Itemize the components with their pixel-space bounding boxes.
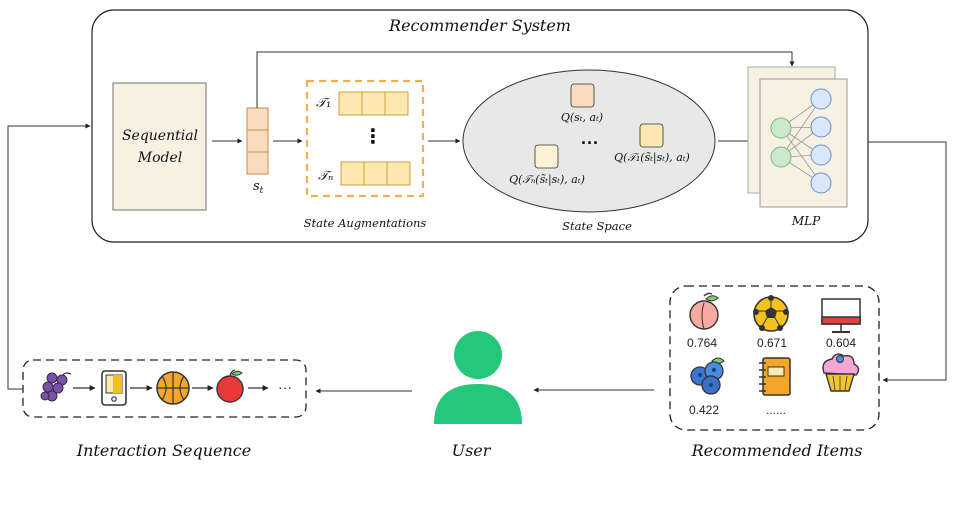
basketball-icon bbox=[156, 371, 190, 405]
q2-label: Q(𝒯₁(s̃ₜ|sₜ), aₜ) bbox=[614, 151, 690, 165]
recommender-system-title: Recommender System bbox=[388, 16, 571, 35]
state-augmentations-label: State Augmentations bbox=[304, 216, 427, 230]
aug-t1-label: 𝒯₁ bbox=[316, 96, 331, 111]
user-label: User bbox=[452, 441, 492, 460]
monitor-icon bbox=[821, 298, 861, 333]
state-space-label: State Space bbox=[562, 219, 632, 233]
sequential-model-label-2: Model bbox=[137, 150, 183, 166]
grapes-icon bbox=[40, 372, 72, 402]
q1-box bbox=[570, 83, 595, 108]
user-icon bbox=[434, 331, 522, 424]
arrow-sequence-to-model bbox=[7, 123, 91, 390]
recommended-items-label: Recommended Items bbox=[691, 441, 863, 460]
q2-box bbox=[639, 123, 664, 148]
soccer-ball-icon bbox=[753, 295, 789, 332]
apple-icon bbox=[216, 369, 244, 403]
mlp-block bbox=[747, 66, 848, 208]
cupcake-icon bbox=[822, 353, 860, 392]
score-monitor: 0.604 bbox=[826, 336, 856, 350]
state-vector bbox=[246, 107, 269, 175]
phone-icon bbox=[101, 370, 127, 406]
arrow-mlp-to-items bbox=[868, 141, 947, 383]
score-blueberry: 0.422 bbox=[689, 403, 719, 417]
q3-label: Q(𝒯ₙ(s̃ₜ|sₜ), aₜ) bbox=[509, 173, 585, 187]
mlp-label: MLP bbox=[791, 214, 821, 228]
state-label: st bbox=[253, 179, 264, 196]
score-peach: 0.764 bbox=[687, 336, 717, 350]
state-space-dots: ··· bbox=[581, 133, 599, 153]
aug-vertical-dots: ⋮ bbox=[363, 126, 383, 148]
notebook-icon bbox=[759, 357, 791, 396]
interaction-sequence-label: Interaction Sequence bbox=[76, 441, 251, 460]
sequence-ellipsis: ··· bbox=[278, 379, 292, 395]
state-space-ellipse bbox=[462, 69, 716, 213]
sequential-model-box bbox=[112, 82, 207, 211]
peach-icon bbox=[689, 292, 719, 330]
score-soccer-ball: 0.671 bbox=[757, 336, 787, 350]
sequential-model-label-1: Sequential bbox=[122, 128, 198, 144]
aug-tn-vector bbox=[340, 161, 411, 186]
q1-label: Q(sₜ, aₜ) bbox=[561, 111, 603, 124]
q3-box bbox=[534, 144, 559, 169]
arrow-state-to-mlp bbox=[256, 51, 795, 108]
items-ellipsis: ...... bbox=[766, 403, 786, 417]
aug-t1-vector bbox=[338, 91, 409, 116]
aug-tn-label: 𝒯ₙ bbox=[318, 169, 333, 184]
blueberry-icon bbox=[690, 357, 725, 395]
